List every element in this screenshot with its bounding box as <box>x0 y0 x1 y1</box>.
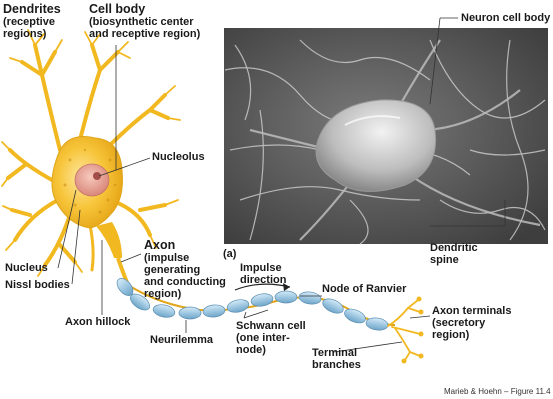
label-dendritic-spine: Dendritic spine <box>430 242 478 266</box>
cell-body-title: Cell body <box>89 3 200 16</box>
schwann-line1: Schwann cell <box>236 320 306 332</box>
label-nissl-bodies: Nissl bodies <box>5 279 70 291</box>
axon-terminals <box>388 300 420 360</box>
axon-sub1: (impulse <box>144 252 226 264</box>
label-cell-body: Cell body (biosynthetic center and recep… <box>89 3 200 40</box>
label-nucleus: Nucleus <box>5 262 48 274</box>
label-impulse-direction: Impulse direction <box>240 262 286 286</box>
cell-body-sub2: and receptive region) <box>89 28 200 40</box>
dendritic-spine-line2: spine <box>430 254 478 266</box>
cell-body-sub1: (biosynthetic center <box>89 16 200 28</box>
dendritic-spine-line1: Dendritic <box>430 242 478 254</box>
nucleus <box>75 164 109 196</box>
dendrites-sub2: regions) <box>3 28 61 40</box>
schwann-line3: node) <box>236 344 306 356</box>
label-axon-terminals: Axon terminals (secretory region) <box>432 305 511 341</box>
schwann-line2: (one inter- <box>236 332 306 344</box>
axon-terminals-line2: (secretory <box>432 317 511 329</box>
label-neurilemma: Neurilemma <box>150 334 213 346</box>
figure-credit: Marieb & Hoehn – Figure 11.4 <box>444 387 551 396</box>
impulse-line2: direction <box>240 274 286 286</box>
label-axon-hillock: Axon hillock <box>65 316 130 328</box>
label-node-of-ranvier: Node of Ranvier <box>322 283 406 295</box>
axon-title: Axon <box>144 239 226 252</box>
label-neuron-cell-body: Neuron cell body <box>461 12 550 24</box>
axon-terminals-line3: region) <box>432 329 511 341</box>
axon-sub3: and conducting <box>144 276 226 288</box>
dendrites-title: Dendrites <box>3 3 61 16</box>
terminal-branches-line2: branches <box>312 359 361 371</box>
label-terminal-branches: Terminal branches <box>312 347 361 371</box>
axon-sub4: region) <box>144 288 226 300</box>
label-panel-a: (a) <box>223 248 236 260</box>
impulse-line1: Impulse <box>240 262 286 274</box>
label-axon: Axon (impulse generating and conducting … <box>144 239 226 300</box>
label-schwann-cell: Schwann cell (one inter- node) <box>236 320 306 356</box>
electron-micrograph <box>224 28 548 244</box>
axon-hillock <box>96 222 122 258</box>
terminal-branches-line1: Terminal <box>312 347 361 359</box>
axon-terminals-line1: Axon terminals <box>432 305 511 317</box>
label-dendrites: Dendrites (receptive regions) <box>3 3 61 40</box>
axon-sub2: generating <box>144 264 226 276</box>
label-nucleolus: Nucleolus <box>152 151 205 163</box>
dendrites-sub1: (receptive <box>3 16 61 28</box>
